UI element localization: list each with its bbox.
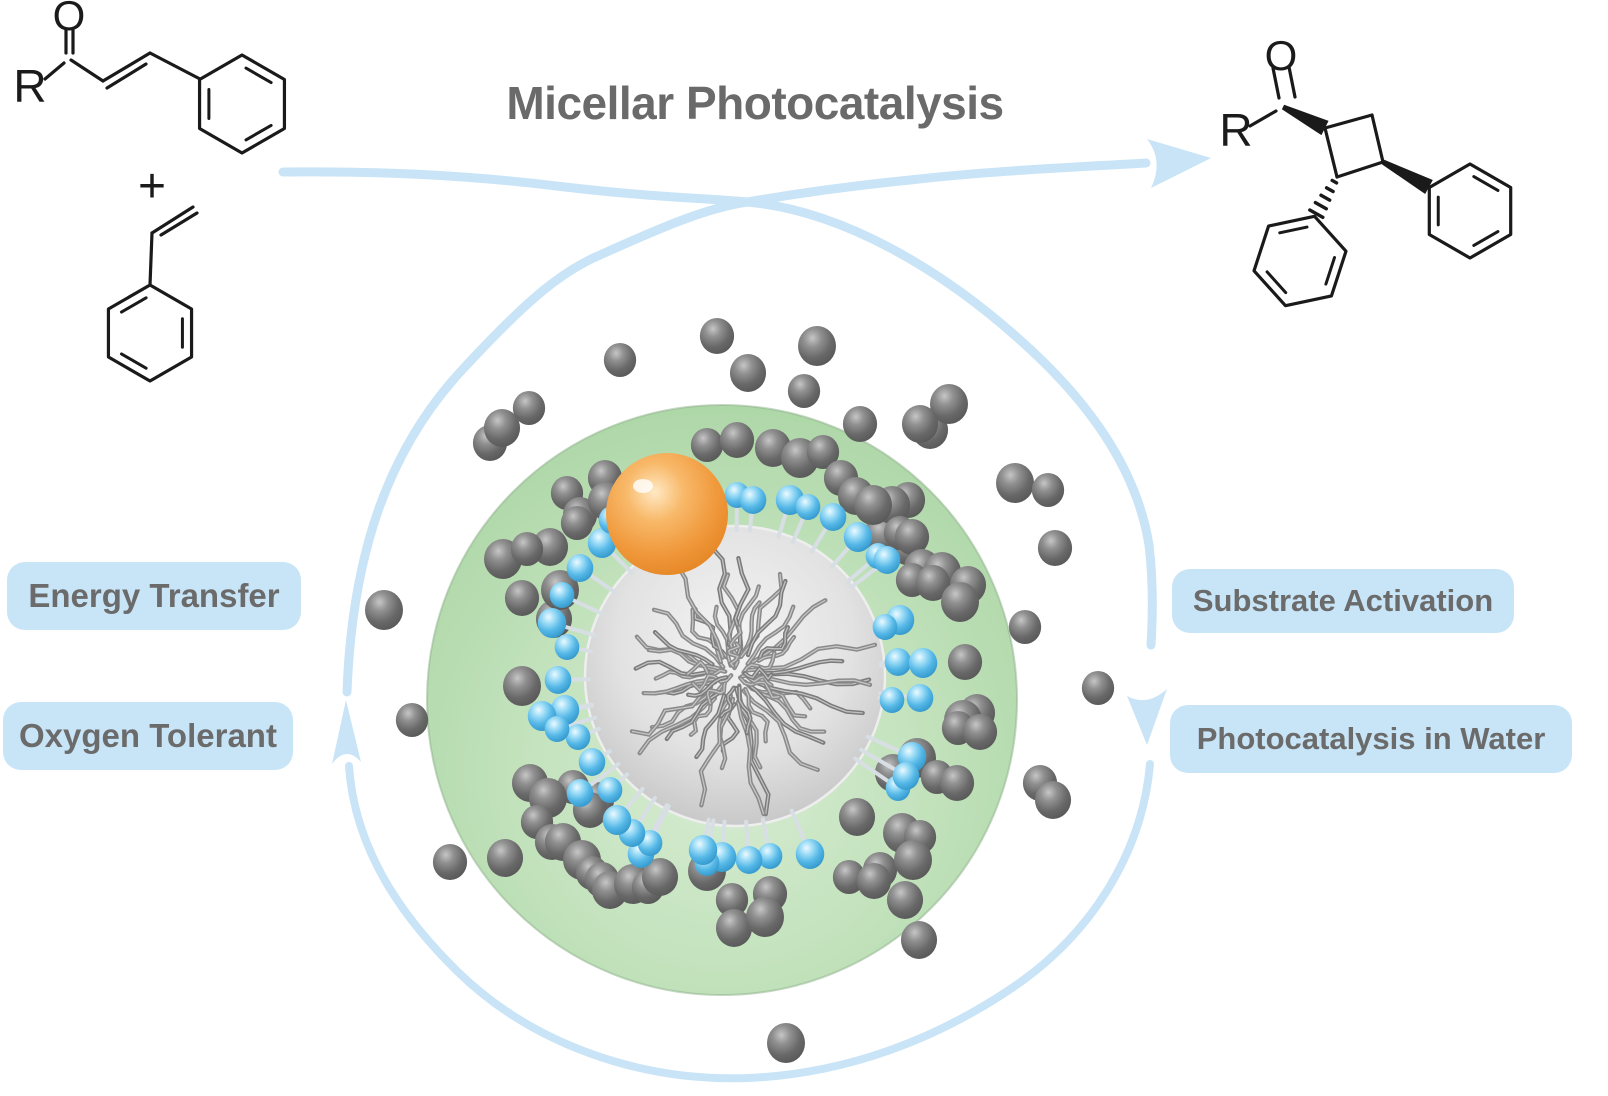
arrowhead-right-icon (1147, 139, 1211, 188)
reaction-cycle-arrows (278, 139, 1211, 1083)
arrow-cycle-bottom (345, 760, 1154, 1083)
label-substrate-activation: Substrate Activation (1172, 569, 1514, 633)
arrow-substrates-in (278, 167, 1157, 650)
label-oxygen-tolerant: Oxygen Tolerant (3, 702, 293, 770)
reactant-structures: RO + (13, 0, 287, 383)
arrowhead-down-icon (1127, 689, 1167, 745)
product-structure: RO (1219, 32, 1513, 308)
svg-text:R: R (13, 60, 46, 112)
arrow-product-out (342, 158, 1151, 697)
substrate-spheres-outer (365, 318, 1115, 1063)
svg-text:+: + (138, 160, 166, 213)
svg-text:R: R (1219, 104, 1252, 156)
svg-text:O: O (1265, 32, 1298, 79)
label-photocatalysis-in-water: Photocatalysis in Water (1170, 705, 1572, 773)
surfactant-heads (527, 482, 938, 876)
label-energy-transfer: Energy Transfer (7, 562, 301, 630)
figure-title: Micellar Photocatalysis (506, 77, 1004, 129)
photocatalyst-sphere (606, 453, 728, 575)
svg-text:O: O (53, 0, 86, 39)
arrowhead-up-icon (332, 700, 361, 764)
